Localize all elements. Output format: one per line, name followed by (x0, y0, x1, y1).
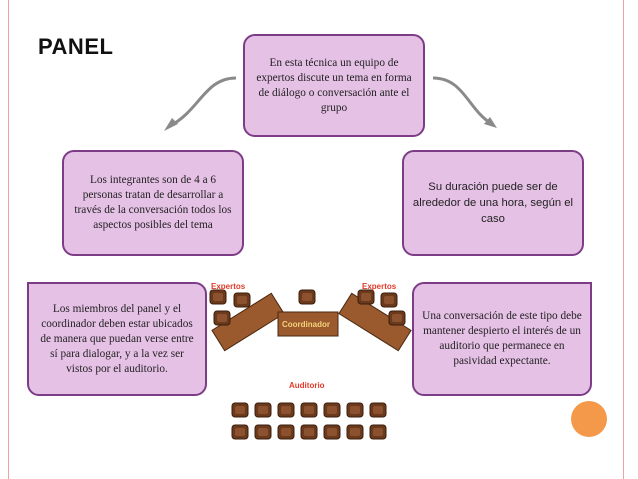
experts-left-label: Expertos (211, 282, 245, 291)
experts-right-label: Expertos (362, 282, 396, 291)
coordinator-chair (299, 290, 315, 304)
coordinator-label: Coordinador (282, 320, 330, 329)
audience-label: Auditorio (289, 381, 325, 390)
decorative-orange-circle (571, 401, 607, 437)
audience-chairs-row-1 (232, 403, 386, 417)
audience-chairs-row-2 (232, 425, 386, 439)
